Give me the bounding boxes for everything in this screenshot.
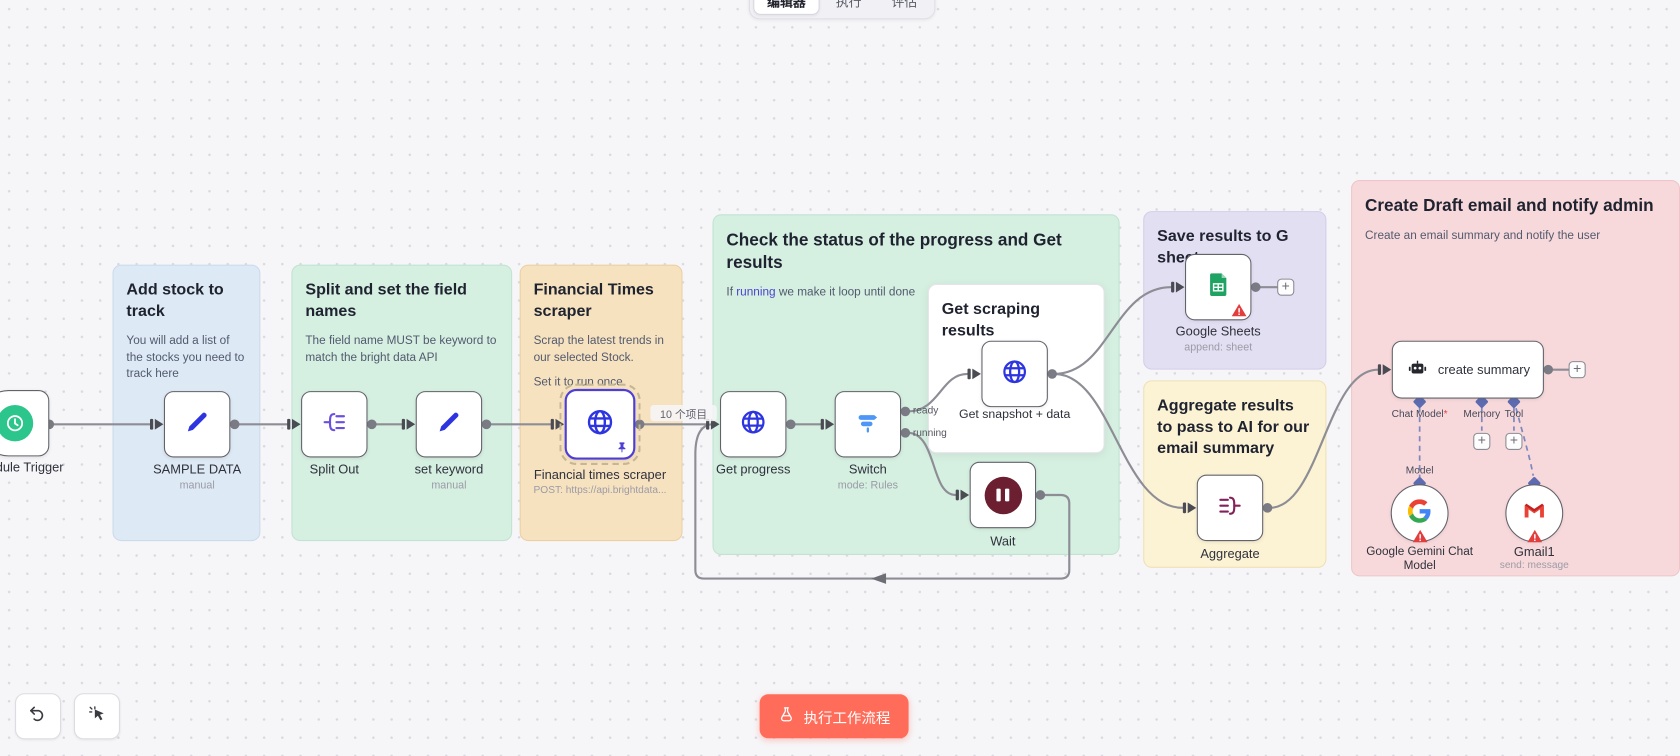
tidy-up-button[interactable] [73,693,121,740]
node-label: Aggregate [1200,546,1260,562]
magic-pointer-icon [87,703,107,729]
note-title: Split and set the field names [305,280,467,321]
switch-icon [854,408,882,441]
connector-memory-label: Memory [1463,408,1501,421]
tab-executions[interactable]: 执行 [835,0,862,10]
globe-icon [584,406,616,444]
node-aggregate[interactable] [1196,474,1264,542]
view-tabbar: 编辑器 执行 评估 [748,0,936,20]
note-body: If running we make it loop until done [726,286,916,300]
tab-editor[interactable]: 编辑器 [753,0,820,16]
node-gmail[interactable] [1505,484,1564,544]
node-schedule-trigger[interactable] [0,390,50,457]
switch-output-ready-label: ready [912,405,939,417]
loop-arrow [871,573,887,584]
add-memory-button[interactable]: + [1473,432,1491,451]
node-label: Split Out [309,461,359,477]
warning-icon [1412,528,1428,544]
pencil-icon [435,408,463,441]
node-subtitle: manual [179,480,215,492]
node-get-progress[interactable] [720,391,787,458]
node-label: Gmail1 [1513,544,1555,560]
node-google-sheets[interactable] [1185,253,1252,321]
google-sheets-icon [1204,271,1232,304]
note-body: Set it to run once [533,376,623,390]
note-body: Create an email summary and notify the u… [1365,229,1601,243]
split-out-icon [321,409,347,440]
note-title: Create Draft email and notify admin [1365,197,1654,216]
add-tool-button[interactable]: + [1505,432,1523,451]
node-label: SAMPLE DATA [153,461,242,477]
pencil-icon [183,408,211,441]
connector-model-label: Model [1405,465,1434,477]
globe-icon [1000,356,1030,391]
google-g-icon [1407,498,1432,528]
pause-icon [984,476,1022,514]
node-get-snapshot[interactable] [981,340,1048,408]
node-label: Wait [990,533,1016,549]
node-label: Get snapshot + data [958,408,1071,422]
warning-icon [1527,528,1543,544]
flask-icon [778,706,795,726]
node-google-gemini-chat-model[interactable] [1390,484,1449,544]
connector-chat-model-label: Chat Model* [1391,408,1448,421]
gmail-icon [1521,498,1547,529]
note-title: Check the status of the progress and Get… [726,231,1062,273]
node-subtitle: manual [431,480,467,492]
node-label: Financial times scraper [533,467,667,483]
node-sample-data[interactable] [163,391,231,458]
note-body: You will add a list of the stocks you ne… [126,333,245,381]
node-label: Google Sheets [1175,323,1261,339]
node-label: Get progress [716,461,791,477]
clock-icon [0,405,34,442]
node-set-keyword[interactable] [415,391,483,458]
undo-button[interactable] [15,693,62,740]
execute-label: 执行工作流程 [803,709,891,726]
aggregate-icon [1217,492,1243,523]
node-label: set keyword [414,461,484,477]
node-subtitle: send: message [1499,560,1569,572]
node-switch[interactable] [834,391,902,458]
note-title: Add stock to track [126,280,224,321]
node-subtitle: POST: https://api.brightdata... [533,485,667,497]
undo-icon [28,703,48,729]
robot-icon [1406,356,1430,383]
inline-code: running [736,286,776,300]
note-body: The field name MUST be keyword to match … [305,333,497,364]
wires [48,286,1570,580]
sticky-note-add-stock[interactable]: Add stock to track You will add a list o… [112,264,261,542]
note-title: Get scraping results [941,300,1041,340]
node-subtitle: append: sheet [1184,341,1253,354]
note-title: Aggregate results to pass to AI for our … [1157,396,1310,458]
switch-output-running-label: running [912,427,947,440]
tab-evaluations[interactable]: 评估 [891,0,918,10]
connector-tool-label: Tool [1504,408,1524,421]
add-node-button[interactable]: + [1277,278,1295,296]
note-title: Financial Times scraper [533,280,654,321]
node-split-out[interactable] [301,391,368,458]
node-label: Schedule Trigger [0,459,64,475]
output-ports [44,282,1554,513]
node-financial-times-scraper[interactable] [559,383,641,466]
warning-icon [1231,302,1247,318]
wire-items-count-label: 10 个项目 [650,405,717,422]
ai-dashed-links [1418,407,1535,478]
execute-workflow-button[interactable]: 执行工作流程 [759,694,909,739]
node-label: create summary [1437,362,1531,378]
add-node-button[interactable]: + [1568,361,1586,379]
node-label: Google Gemini Chat Model [1366,545,1474,572]
node-label: Switch [848,461,887,477]
note-body: Scrap the latest trends in our selected … [533,333,664,364]
node-wait[interactable] [969,461,1037,529]
globe-icon [738,407,768,442]
node-create-summary[interactable]: create summary [1391,340,1544,399]
pin-icon [616,441,628,453]
node-subtitle: mode: Rules [837,480,898,492]
